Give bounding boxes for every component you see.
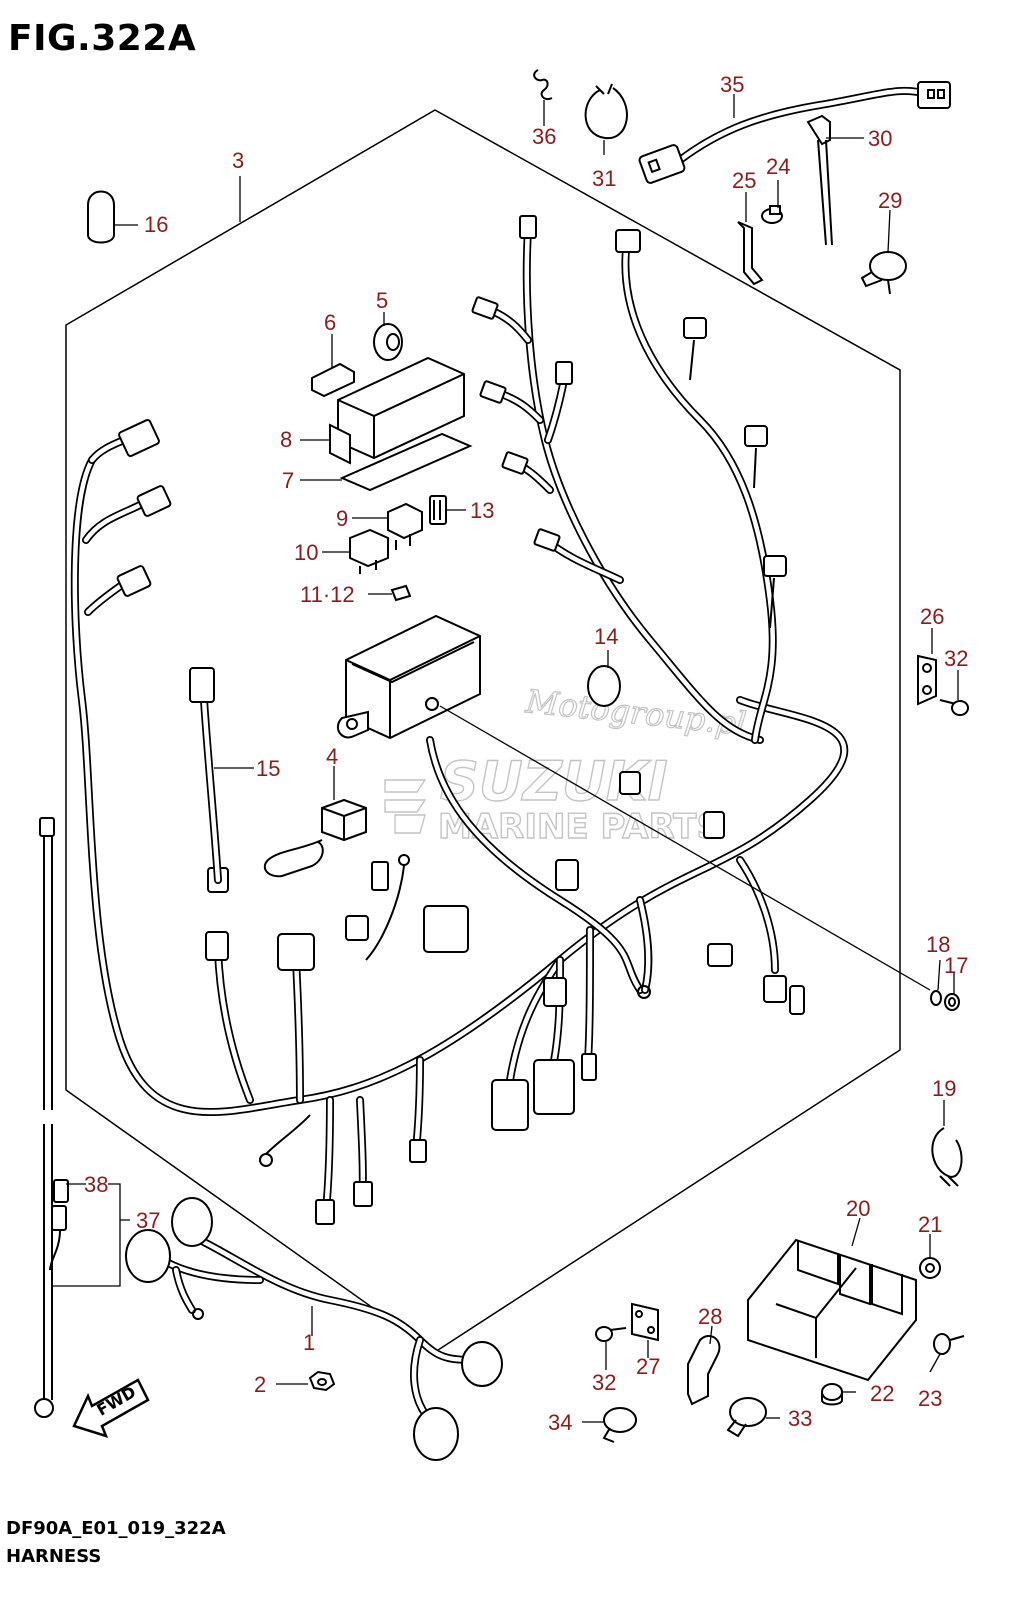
part-35-sub-harness (638, 81, 951, 184)
part-31-loop-clamp (584, 83, 628, 140)
callout-37[interactable]: 37 (136, 1208, 161, 1233)
part-30-cable-tie (806, 114, 833, 246)
part-3-main-harness (70, 215, 849, 1225)
part-20-bracket (747, 1238, 917, 1382)
part-25-bracket (737, 221, 764, 286)
callout-10[interactable]: 10 (294, 540, 319, 565)
part-21-nut (919, 1257, 941, 1279)
callout-31[interactable]: 31 (592, 166, 617, 191)
part-16-cap (87, 190, 115, 244)
callout-32-lower[interactable]: 32 (592, 1370, 617, 1395)
part-19-loop (931, 1127, 963, 1187)
callout-29[interactable]: 29 (878, 188, 903, 213)
fuse-box-base (336, 614, 481, 740)
guide-line (439, 705, 931, 991)
part-8-fuse-box-cover (329, 356, 465, 465)
callout-27[interactable]: 27 (636, 1354, 661, 1379)
part-4-module (263, 798, 367, 878)
callout-13[interactable]: 13 (470, 498, 495, 523)
figure-caption: HARNESS (6, 1546, 102, 1567)
callout-16[interactable]: 16 (144, 212, 169, 237)
figure-code: DF90A_E01_019_322A (6, 1518, 226, 1539)
part-27-plate (631, 1302, 659, 1342)
callout-7[interactable]: 7 (282, 468, 295, 493)
part-23-screw (933, 1333, 965, 1355)
callout-32-upper[interactable]: 32 (944, 646, 969, 671)
part-36-clip (533, 69, 553, 100)
callout-6[interactable]: 6 (324, 310, 337, 335)
callout-26[interactable]: 26 (920, 604, 945, 629)
part-32-bolt-lower (595, 1326, 627, 1342)
part-7-seal (339, 432, 473, 492)
part-9-relay (387, 502, 423, 550)
callout-25[interactable]: 25 (732, 168, 757, 193)
callout-30[interactable]: 30 (868, 126, 893, 151)
watermark-logo-icon (384, 779, 427, 834)
part-33-clamp (726, 1397, 767, 1438)
callout-15[interactable]: 15 (256, 756, 281, 781)
leader-lines (52, 94, 959, 1423)
part-24-bolt (761, 205, 783, 224)
callout-2[interactable]: 2 (254, 1372, 267, 1397)
part-18-washer (930, 990, 942, 1006)
callout-33[interactable]: 33 (788, 1406, 813, 1431)
part-37-lead (34, 817, 69, 1418)
part-11-12-fuse (390, 584, 412, 602)
figure-title: FIG.322A (8, 18, 197, 59)
callout-5[interactable]: 5 (376, 288, 389, 313)
callout-18[interactable]: 18 (926, 932, 951, 957)
callout-34[interactable]: 34 (548, 1410, 573, 1435)
part-10-relay (349, 528, 389, 574)
part-5-grommet (373, 323, 403, 361)
callout-9[interactable]: 9 (336, 506, 349, 531)
callout-38[interactable]: 38 (84, 1172, 109, 1197)
callout-14[interactable]: 14 (594, 624, 619, 649)
part-1-battery-cable (125, 1197, 503, 1461)
callout-36[interactable]: 36 (532, 124, 557, 149)
callout-23[interactable]: 23 (918, 1386, 943, 1411)
part-6-clip (311, 362, 355, 398)
callout-17[interactable]: 17 (944, 953, 969, 978)
callout-28[interactable]: 28 (698, 1304, 723, 1329)
fwd-arrow-icon: FWD (72, 1378, 150, 1438)
callout-11-12[interactable]: 11·12 (300, 582, 355, 607)
part-2-nut (308, 1370, 336, 1392)
callout-21[interactable]: 21 (918, 1212, 943, 1237)
part-14-grommet (587, 665, 621, 707)
callout-4[interactable]: 4 (326, 744, 339, 769)
callout-3[interactable]: 3 (232, 148, 245, 173)
part-32-bolt-upper (939, 699, 969, 716)
callout-8[interactable]: 8 (280, 427, 293, 452)
part-26-bracket (917, 654, 937, 706)
callout-20[interactable]: 20 (846, 1196, 871, 1221)
callout-19[interactable]: 19 (932, 1076, 957, 1101)
callout-35[interactable]: 35 (720, 72, 745, 97)
part-28-bracket (687, 1335, 721, 1406)
callout-24[interactable]: 24 (766, 154, 791, 179)
part-29-clamp (860, 251, 907, 295)
callout-22[interactable]: 22 (870, 1381, 895, 1406)
callout-1[interactable]: 1 (303, 1330, 316, 1355)
part-22-grommet (821, 1383, 843, 1406)
part-13-fuse-holder (429, 495, 447, 525)
part-17-nut (944, 993, 960, 1011)
part-34-clamp (602, 1407, 637, 1443)
